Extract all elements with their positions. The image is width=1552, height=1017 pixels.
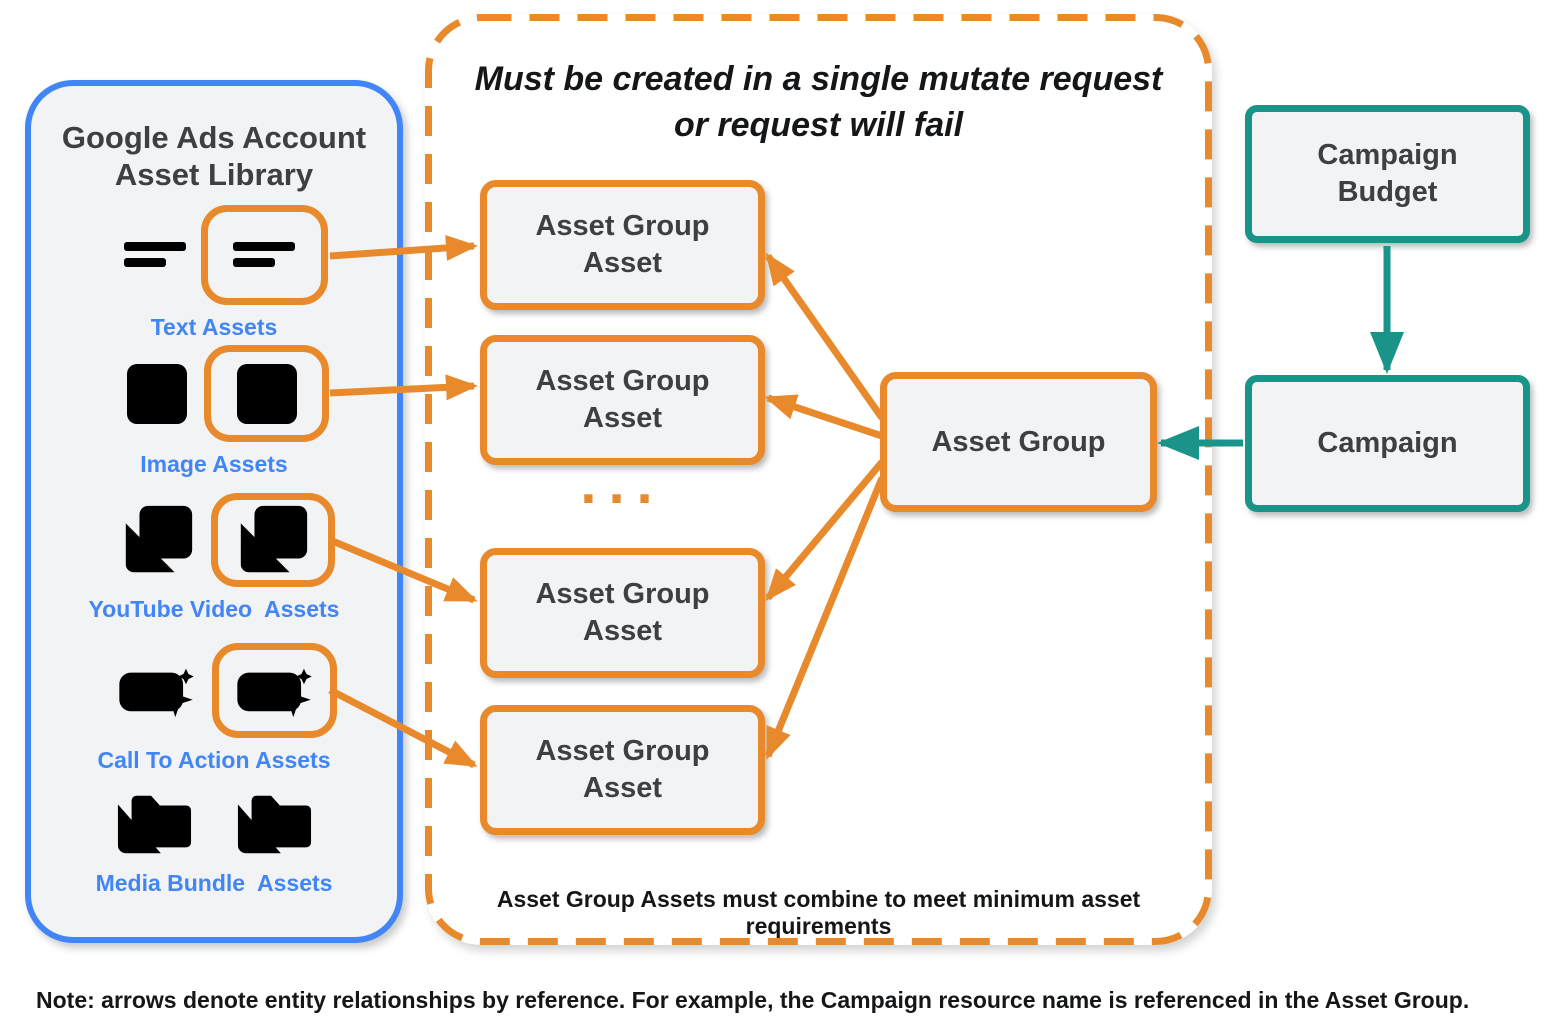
mutate-request-title-line1: Must be created in a single mutate reque… — [474, 60, 1163, 98]
mutate-request-caption: Asset Group Assets must combine to meet … — [496, 886, 1141, 939]
mutate-request-title-line2: or request will fail — [673, 106, 964, 144]
youtube-video-asset-highlight-box — [210, 493, 335, 587]
text-asset-icon — [124, 242, 188, 268]
asset-row-youtube-video-assets: YouTube Video Assets — [31, 493, 397, 623]
asset-group-asset-node-4: Asset Group Asset — [480, 705, 765, 835]
image-asset-icon — [123, 360, 191, 428]
text-assets-label: Text Assets — [150, 314, 278, 340]
media-bundle-assets-label: Media Bundle Assets — [95, 870, 333, 896]
asset-group-asset-node-1: Asset Group Asset — [480, 180, 765, 310]
text-asset-icon — [233, 242, 297, 268]
campaign-budget-node: Campaign Budget — [1245, 105, 1530, 243]
asset-group-asset-node-3: Asset Group Asset — [480, 548, 765, 678]
mutate-request-title: Must be created in a single mutate reque… — [425, 56, 1212, 148]
media-bundle-asset-icon — [112, 785, 196, 861]
youtube-video-asset-icon — [118, 500, 198, 580]
asset-group-asset-label: Asset Group Asset — [535, 735, 710, 804]
youtube-video-asset-icon — [233, 500, 313, 580]
asset-library-title: Google Ads Account Asset Library — [31, 119, 397, 193]
asset-library-panel: Google Ads Account Asset Library Text As… — [25, 80, 403, 943]
campaign-label: Campaign — [1317, 427, 1458, 459]
asset-row-image-assets: Image Assets — [31, 345, 397, 478]
footnote: Note: arrows denote entity relationships… — [36, 987, 1470, 1013]
call-to-action-assets-label: Call To Action Assets — [97, 747, 331, 773]
asset-group-asset-label: Asset Group Asset — [535, 210, 710, 279]
campaign-node: Campaign — [1245, 375, 1530, 512]
asset-group-asset-label: Asset Group Asset — [535, 365, 710, 434]
call-to-action-asset-highlight-box — [212, 643, 337, 738]
asset-row-call-to-action-assets: Call To Action Assets — [31, 643, 397, 774]
image-assets-label: Image Assets — [140, 451, 288, 477]
text-asset-highlight-box — [201, 205, 328, 305]
image-asset-icon — [233, 360, 301, 428]
asset-group-asset-label: Asset Group Asset — [535, 578, 710, 647]
media-bundle-asset-icon — [232, 785, 316, 861]
campaign-budget-label: Campaign Budget — [1317, 139, 1458, 208]
asset-row-text-assets: Text Assets — [31, 205, 397, 341]
youtube-video-assets-label: YouTube Video Assets — [88, 596, 340, 622]
asset-library-title-line2: Asset Library — [114, 157, 314, 192]
asset-row-media-bundle-assets: Media Bundle Assets — [31, 785, 397, 897]
asset-library-title-line1: Google Ads Account — [61, 120, 367, 155]
call-to-action-asset-icon — [233, 663, 317, 719]
asset-group-node: Asset Group — [880, 372, 1157, 512]
more-asset-group-assets-ellipsis: ... — [580, 451, 665, 516]
image-asset-highlight-box — [204, 345, 329, 442]
asset-group-asset-node-2: Asset Group Asset — [480, 335, 765, 465]
call-to-action-asset-icon — [115, 663, 199, 719]
asset-group-label: Asset Group — [931, 425, 1106, 458]
